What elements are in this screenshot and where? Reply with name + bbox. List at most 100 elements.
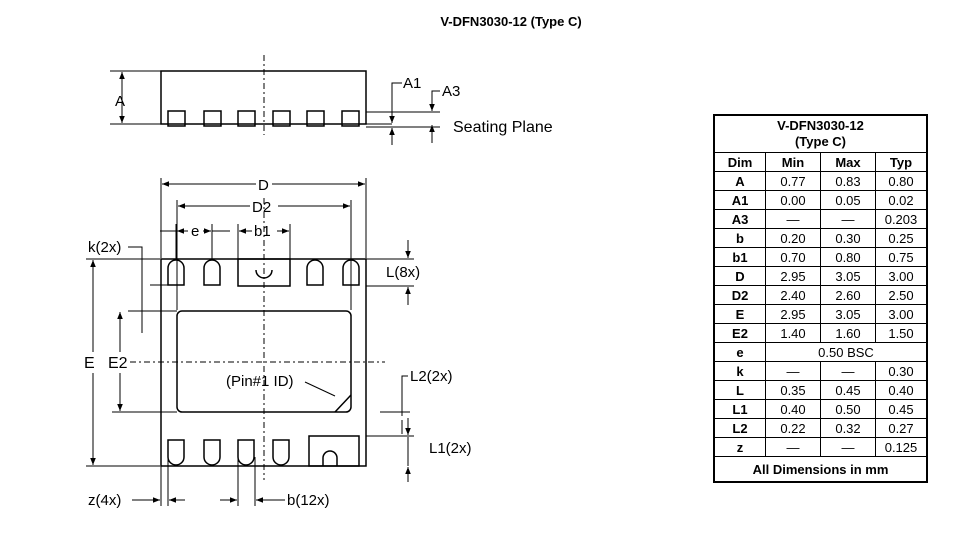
dim-label-D: D	[258, 177, 269, 194]
table-title-line2: (Type C)	[794, 134, 847, 149]
pin1-id-label: (Pin#1 ID)	[226, 373, 294, 390]
col-min: Min	[765, 152, 821, 172]
table-row: k——0.30	[713, 361, 928, 381]
table-cell: 0.83	[820, 171, 876, 191]
page-title: V-DFN3030-12 (Type C)	[440, 14, 582, 29]
table-cell: L1	[713, 399, 766, 419]
table-cell: 0.203	[875, 209, 928, 229]
table-cell: 1.50	[875, 323, 928, 343]
dim-label-E: E	[84, 355, 95, 372]
col-dim: Dim	[713, 152, 766, 172]
table-cell: 3.00	[875, 304, 928, 324]
table-cell: 0.20	[765, 228, 821, 248]
table-cell: —	[820, 361, 876, 381]
table-cell: 3.05	[820, 304, 876, 324]
table-cell: A1	[713, 190, 766, 210]
side-view	[110, 55, 440, 145]
table-cell: 2.95	[765, 304, 821, 324]
table-cell: 0.50 BSC	[765, 342, 928, 362]
table-cell: 0.27	[875, 418, 928, 438]
bottom-view	[86, 178, 414, 506]
table-cell: 0.75	[875, 247, 928, 267]
table-cell: D2	[713, 285, 766, 305]
table-cell: 2.40	[765, 285, 821, 305]
table-cell: —	[820, 437, 876, 457]
table-cell: A	[713, 171, 766, 191]
table-cell: 2.95	[765, 266, 821, 286]
dim-label-z: z(4x)	[88, 492, 121, 509]
col-max: Max	[820, 152, 876, 172]
table-cell: 0.77	[765, 171, 821, 191]
table-cell: E	[713, 304, 766, 324]
dim-label-L1: L1(2x)	[429, 440, 472, 457]
dim-label-A3: A3	[442, 83, 460, 100]
dim-label-A1: A1	[403, 75, 421, 92]
table-cell: 2.60	[820, 285, 876, 305]
table-cell: 0.40	[875, 380, 928, 400]
table-cell: 0.70	[765, 247, 821, 267]
dim-label-D2: D2	[252, 199, 271, 216]
table-cell: b	[713, 228, 766, 248]
table-cell: A3	[713, 209, 766, 229]
table-cell: —	[765, 437, 821, 457]
table-cell: 3.00	[875, 266, 928, 286]
package-drawing: A A1 A3 Seating Plane D D2 e b1 k(2x) L(…	[84, 55, 553, 509]
table-cell: 0.00	[765, 190, 821, 210]
table-cell: 0.125	[875, 437, 928, 457]
dim-label-E2: E2	[108, 355, 128, 372]
table-cell: 0.40	[765, 399, 821, 419]
table-cell: z	[713, 437, 766, 457]
table-cell: 1.60	[820, 323, 876, 343]
table-cell: 3.05	[820, 266, 876, 286]
table-cell: 0.45	[820, 380, 876, 400]
table-row: A3——0.203	[713, 209, 928, 229]
col-typ: Typ	[875, 152, 928, 172]
dim-label-A: A	[115, 93, 125, 110]
table-cell: 0.35	[765, 380, 821, 400]
table-cell: 1.40	[765, 323, 821, 343]
dim-label-b1: b1	[254, 223, 271, 240]
seating-plane-label: Seating Plane	[453, 119, 553, 136]
table-cell: 0.25	[875, 228, 928, 248]
table-cell: 0.80	[875, 171, 928, 191]
table-row: z——0.125	[713, 437, 928, 457]
table-cell: 0.05	[820, 190, 876, 210]
table-header: V-DFN3030-12 (Type C)	[713, 114, 928, 153]
dim-label-b: b(12x)	[287, 492, 330, 509]
table-cell: 0.02	[875, 190, 928, 210]
table-cell: 0.45	[875, 399, 928, 419]
table-cell: E2	[713, 323, 766, 343]
table-cell: —	[765, 361, 821, 381]
table-cell: 0.22	[765, 418, 821, 438]
table-cell: 0.32	[820, 418, 876, 438]
table-cell: D	[713, 266, 766, 286]
dim-label-k: k(2x)	[88, 239, 121, 256]
table-cell: L	[713, 380, 766, 400]
table-title-line1: V-DFN3030-12	[777, 118, 864, 133]
dim-label-L2: L2(2x)	[410, 368, 453, 385]
table-cell: e	[713, 342, 766, 362]
table-cell: —	[765, 209, 821, 229]
table-cell: 2.50	[875, 285, 928, 305]
table-column-headers: Dim Min Max Typ	[713, 152, 928, 172]
table-footer: All Dimensions in mm	[713, 456, 928, 483]
table-cell: b1	[713, 247, 766, 267]
table-cell: —	[820, 209, 876, 229]
table-cell: 0.30	[875, 361, 928, 381]
table-cell: 0.30	[820, 228, 876, 248]
dim-label-e: e	[191, 223, 199, 240]
table-cell: 0.80	[820, 247, 876, 267]
table-cell: k	[713, 361, 766, 381]
